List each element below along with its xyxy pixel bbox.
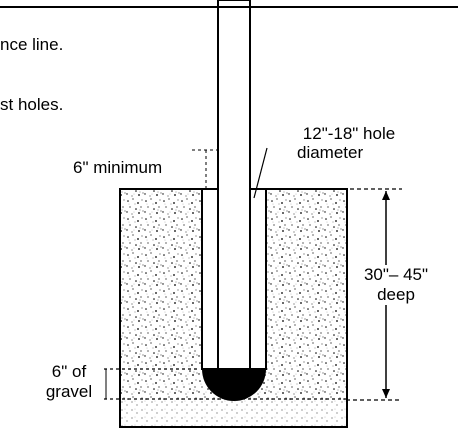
- diameter-leader: [253, 147, 268, 199]
- gravel-line-1: 6" of: [51, 362, 87, 381]
- gravel-layer: [121, 400, 346, 426]
- depth-line-2: deep: [377, 285, 415, 305]
- hole-diameter-label: 12"-18" hole diameter: [285, 124, 413, 163]
- fence-post: [217, 0, 251, 370]
- depth-line-1: 30"– 45": [356, 265, 436, 285]
- post-footing: [202, 369, 266, 401]
- instruction-fragment-2: st holes.: [0, 95, 64, 114]
- depth-label: 30"– 45" deep: [356, 265, 436, 305]
- instruction-fragment-1: nce line.: [0, 35, 64, 54]
- gravel-label: 6" of gravel: [40, 362, 98, 402]
- hole-diameter-line-1: 12"-18" hole: [302, 124, 396, 143]
- six-minimum-label: 6" minimum: [73, 158, 163, 177]
- depth-arrow-top: [382, 191, 390, 200]
- hole-diameter-line-2: diameter: [297, 143, 364, 162]
- depth-arrow-bottom: [382, 389, 390, 398]
- gravel-line-2: gravel: [45, 382, 93, 401]
